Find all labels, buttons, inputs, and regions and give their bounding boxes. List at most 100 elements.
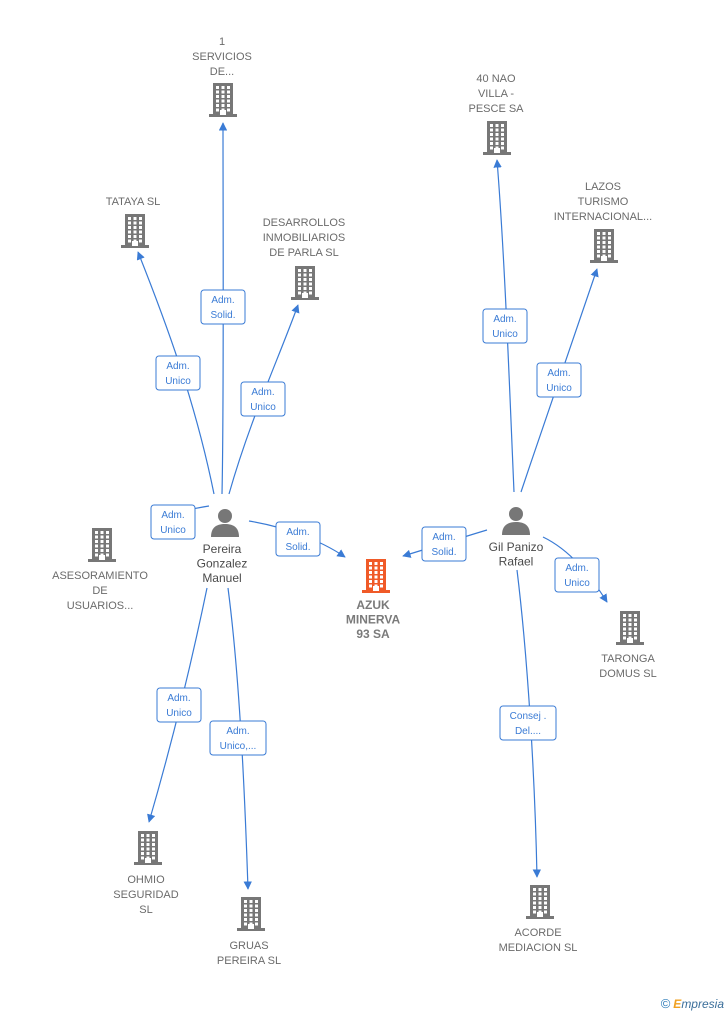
building-icon[interactable] — [291, 266, 319, 300]
person-icon[interactable] — [211, 509, 239, 537]
edge-label-line: Unico — [250, 402, 276, 413]
edge-label-box — [554, 557, 600, 593]
node-label-line: 1 — [219, 36, 225, 48]
edge-label-line: Del.... — [515, 726, 541, 737]
node-label-line: DE... — [210, 66, 234, 78]
node-label-line: GRUAS — [229, 940, 268, 952]
edge-label-line: Adm. — [251, 387, 274, 398]
edge-label-pereira-to-azuk[interactable]: Adm.Solid. — [275, 521, 321, 557]
node-label-line: TURISMO — [578, 196, 629, 208]
edge-label-box — [275, 521, 321, 557]
node-label-line: ACORDE — [514, 927, 561, 939]
node-label-line: TATAYA SL — [106, 196, 161, 208]
edge-label-gil-to-taronga[interactable]: Adm. Unico — [554, 557, 600, 593]
brand-watermark: ©Empresia — [661, 996, 724, 1011]
node-desarrollos[interactable]: DESARROLLOS INMOBILIARIOS DE PARLA SL — [263, 217, 346, 300]
node-label-line: SERVICIOS — [192, 51, 252, 63]
edge-label-box — [156, 687, 202, 723]
edge-label-line: Unico — [165, 376, 191, 387]
edge-label-pereira-to-tataya[interactable]: Adm.Unico — [155, 355, 201, 391]
edge-label-line: Adm. — [547, 368, 570, 379]
building-icon[interactable] — [590, 229, 618, 263]
building-icon[interactable] — [362, 559, 390, 593]
node-label-line: MINERVA — [346, 613, 401, 627]
edge-label-line: Solid. — [285, 542, 310, 553]
edge-label-box — [150, 504, 196, 540]
edge-label-gil-to-lazos[interactable]: Adm. Unico — [536, 362, 582, 398]
node-asesoramiento[interactable]: ASESORAMIENTODEUSUARIOS... — [52, 528, 148, 612]
node-label-line: PESCE SA — [468, 103, 524, 115]
node-acorde[interactable]: ACORDE MEDIACION SL — [499, 885, 578, 954]
edge-label-gil-to-nao[interactable]: Adm. Unico — [482, 308, 528, 344]
building-icon[interactable] — [88, 528, 116, 562]
node-ohmio[interactable]: OHMIO SEGURIDAD SL — [113, 831, 179, 916]
node-label-line: Pereira — [203, 542, 242, 556]
edge-label-pereira-to-asesoramiento[interactable]: Adm. Unico — [150, 504, 196, 540]
edge-label-line: Adm. — [211, 295, 234, 306]
node-gruas[interactable]: GRUAS PEREIRA SL — [217, 897, 281, 967]
edge-label-line: Unico — [492, 329, 518, 340]
node-label-line: ASESORAMIENTO — [52, 570, 148, 582]
person-icon[interactable] — [502, 507, 530, 535]
edge-label-pereira-to-gruas[interactable]: Adm.Unico,... — [209, 720, 267, 756]
edge-label-line: Unico — [564, 578, 590, 589]
edge-label-box — [155, 355, 201, 391]
node-label-line: INTERNACIONAL... — [554, 211, 652, 223]
node-label-line: DE — [92, 585, 107, 597]
edge-label-box — [421, 526, 467, 562]
brand-name: mpresia — [681, 997, 724, 1011]
building-icon[interactable] — [121, 214, 149, 248]
node-label-line: DE PARLA SL — [269, 247, 339, 259]
building-icon[interactable] — [526, 885, 554, 919]
copyright-symbol: © — [660, 996, 671, 1011]
edge-label-line: Consej . — [510, 711, 547, 722]
edge-label-pereira-to-servicios[interactable]: Adm.Solid. — [200, 289, 246, 325]
edge-label-line: Unico — [160, 525, 186, 536]
node-label-line: 40 NAO — [476, 73, 516, 85]
node-label-line: AZUK — [356, 598, 390, 612]
building-icon[interactable] — [134, 831, 162, 865]
node-label-line: Gonzalez — [197, 557, 248, 571]
edge-label-line: Unico — [546, 383, 572, 394]
edge-label-line: Adm. — [161, 510, 184, 521]
edge-label-box — [200, 289, 246, 325]
edge-label-box — [240, 381, 286, 417]
edge-label-gil-to-acorde[interactable]: Consej . Del.... — [499, 705, 557, 741]
node-label-line: Manuel — [202, 571, 241, 585]
node-lazos[interactable]: LAZOSTURISMOINTERNACIONAL... — [554, 181, 652, 263]
edge-label-line: Adm. — [565, 563, 588, 574]
edge-label-gil-to-azuk[interactable]: Adm. Solid. — [421, 526, 467, 562]
node-label-line: MEDIACION SL — [499, 942, 578, 954]
node-label-line: INMOBILIARIOS — [263, 232, 346, 244]
node-label-line: PEREIRA SL — [217, 955, 281, 967]
edges-layer — [136, 122, 608, 890]
building-icon[interactable] — [483, 121, 511, 155]
building-icon[interactable] — [237, 897, 265, 931]
building-icon[interactable] — [209, 83, 237, 117]
edge-label-line: Adm. — [167, 693, 190, 704]
edge-label-line: Solid. — [431, 547, 456, 558]
edge-label-pereira-to-ohmio[interactable]: Adm.Unico — [156, 687, 202, 723]
edge-label-line: Adm. — [432, 532, 455, 543]
node-label-line: SL — [139, 904, 152, 916]
node-label-line: Gil Panizo — [489, 540, 544, 554]
node-label-line: SEGURIDAD — [113, 889, 178, 901]
node-tataya[interactable]: TATAYA SL — [106, 196, 161, 248]
edge-label-line: Adm. — [493, 314, 516, 325]
node-label-line: OHMIO — [127, 874, 165, 886]
building-icon[interactable] — [616, 611, 644, 645]
edge-label-box — [482, 308, 528, 344]
node-label-line: DESARROLLOS — [263, 217, 346, 229]
edge-label-box — [209, 720, 267, 756]
node-label-line: Rafael — [499, 555, 534, 569]
node-label-line: TARONGA — [601, 653, 655, 665]
edge-label-pereira-to-desarrollos[interactable]: Adm. Unico — [240, 381, 286, 417]
